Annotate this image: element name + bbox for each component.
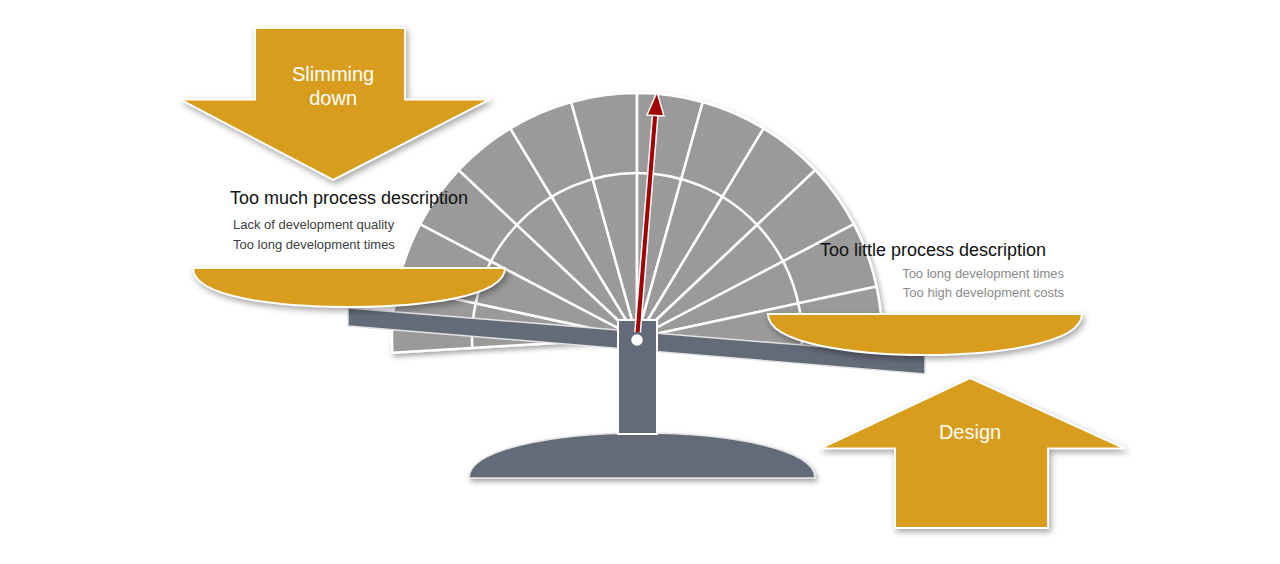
pan-note: Too long development times (902, 265, 1064, 282)
pan-heading: Too little process description (820, 239, 1046, 261)
scale-needle (637, 114, 655, 340)
arrow-label: Design (910, 420, 1030, 444)
scale-needle (637, 114, 655, 340)
pan-heading: Too much process description (230, 187, 468, 209)
scale-pan: Too little process descriptionToo long d… (768, 237, 1088, 355)
block-arrow: Slimming down (180, 28, 490, 180)
arrow-outline (820, 378, 1125, 528)
pan-outline (768, 314, 1082, 355)
gauge-sector (571, 93, 637, 338)
pan-outline (193, 268, 505, 307)
pan-note: Lack of development quality (233, 216, 394, 233)
scale-post (618, 320, 657, 434)
needle-head (647, 92, 664, 116)
pan-note: Too long development times (233, 236, 395, 253)
pan-note: Too high development costs (903, 284, 1064, 301)
arrow-shape (820, 378, 1125, 528)
arrow-outline (180, 28, 490, 180)
scale-pivot (630, 333, 644, 347)
block-arrow: Design (820, 378, 1125, 528)
scale-base (469, 433, 815, 478)
scale-pan: Too much process descriptionLack of deve… (193, 185, 513, 307)
arrow-label: Slimming down (278, 62, 388, 110)
